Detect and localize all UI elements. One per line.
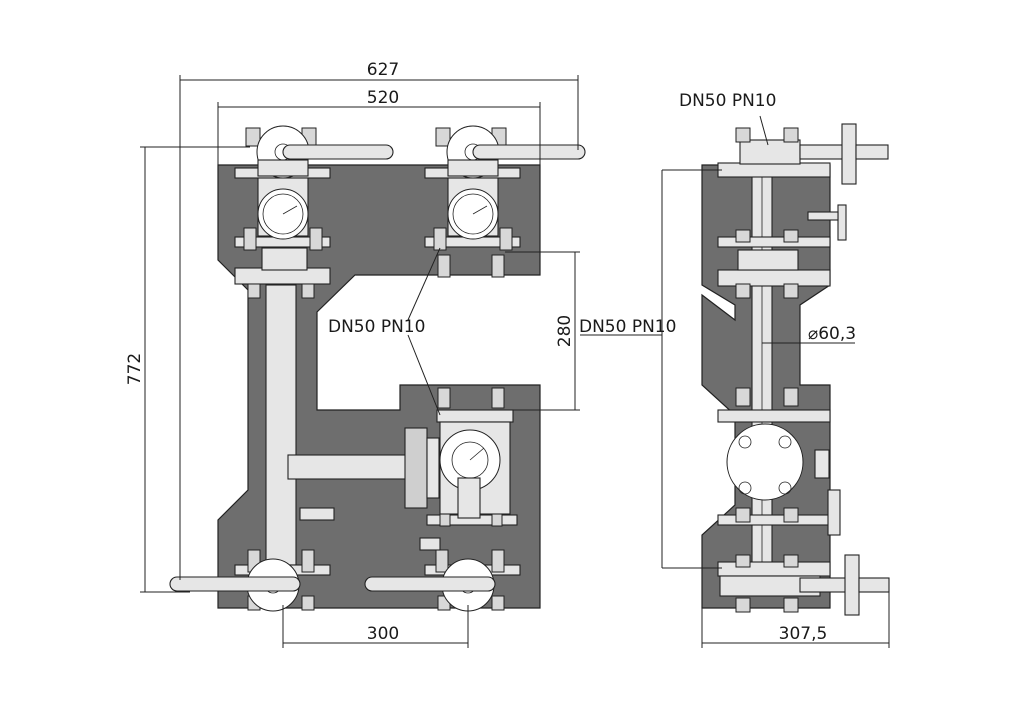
front-right-gauge <box>447 177 499 240</box>
dim-772: 772 <box>125 353 145 385</box>
label-dn50-top: DN50 PN10 <box>679 91 776 111</box>
label-dn50-center: DN50 PN10 <box>328 317 425 337</box>
dim-300: 300 <box>367 624 399 644</box>
dim-pipe-diameter: ⌀60,3 <box>808 324 856 344</box>
front-bottom-right-valve <box>364 558 496 612</box>
dim-280: 280 <box>555 315 575 347</box>
dimension-lines <box>140 75 890 648</box>
dim-520: 520 <box>367 88 399 108</box>
front-left-gauge <box>257 177 309 240</box>
front-view <box>169 125 586 612</box>
dim-307-5: 307,5 <box>779 624 828 644</box>
front-horizontal-pipe <box>287 454 409 480</box>
side-mixing-valve <box>726 423 804 501</box>
front-side-flange <box>404 427 428 509</box>
label-dn50-right: DN50 PN10 <box>579 317 676 337</box>
front-top-right-valve <box>446 125 586 179</box>
dimension-labels: 627 520 772 280 300 307,5 ⌀60,3 DN50 PN1… <box>125 60 856 644</box>
front-mixing-valve <box>439 421 511 519</box>
front-bottom-left-valve <box>169 558 301 612</box>
front-top-left-valve <box>256 125 394 179</box>
side-view <box>701 123 890 616</box>
front-vertical-pipe <box>265 284 297 566</box>
dim-627: 627 <box>367 60 399 80</box>
